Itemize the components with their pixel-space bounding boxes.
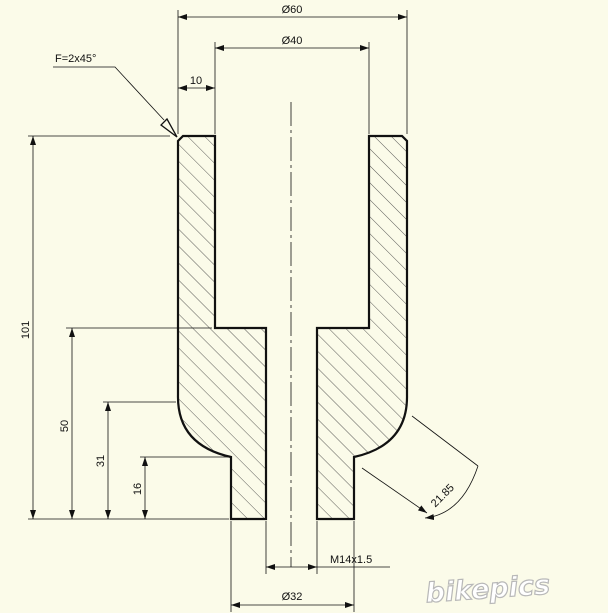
watermark-logo: bikepics xyxy=(425,570,551,610)
radius-leader-b xyxy=(361,467,428,514)
chamfer-leader xyxy=(53,66,165,121)
dim-bore-diameter: Ø40 xyxy=(282,35,303,47)
dim-outer-diameter: Ø60 xyxy=(282,4,303,16)
extension-lines xyxy=(28,10,408,612)
dim-bottom-diameter: Ø32 xyxy=(282,591,303,603)
radius-leader-a xyxy=(411,415,479,467)
dim-height-50: 50 xyxy=(59,420,71,432)
right-section xyxy=(315,134,409,521)
radius-arc xyxy=(424,465,479,521)
dim-wall-thickness: 10 xyxy=(190,75,202,87)
chamfer-note: F=2x45° xyxy=(55,53,96,65)
dim-thread: M14x1.5 xyxy=(330,554,372,566)
chamfer-arrow-icon xyxy=(160,117,178,138)
dim-height-31: 31 xyxy=(95,455,107,467)
left-section xyxy=(176,134,268,521)
dim-height-16: 16 xyxy=(132,483,144,495)
part-section xyxy=(176,134,409,521)
dimension-lines xyxy=(30,14,479,608)
dim-radius: 21.85 xyxy=(429,482,457,510)
dim-total-height: 101 xyxy=(20,321,32,339)
